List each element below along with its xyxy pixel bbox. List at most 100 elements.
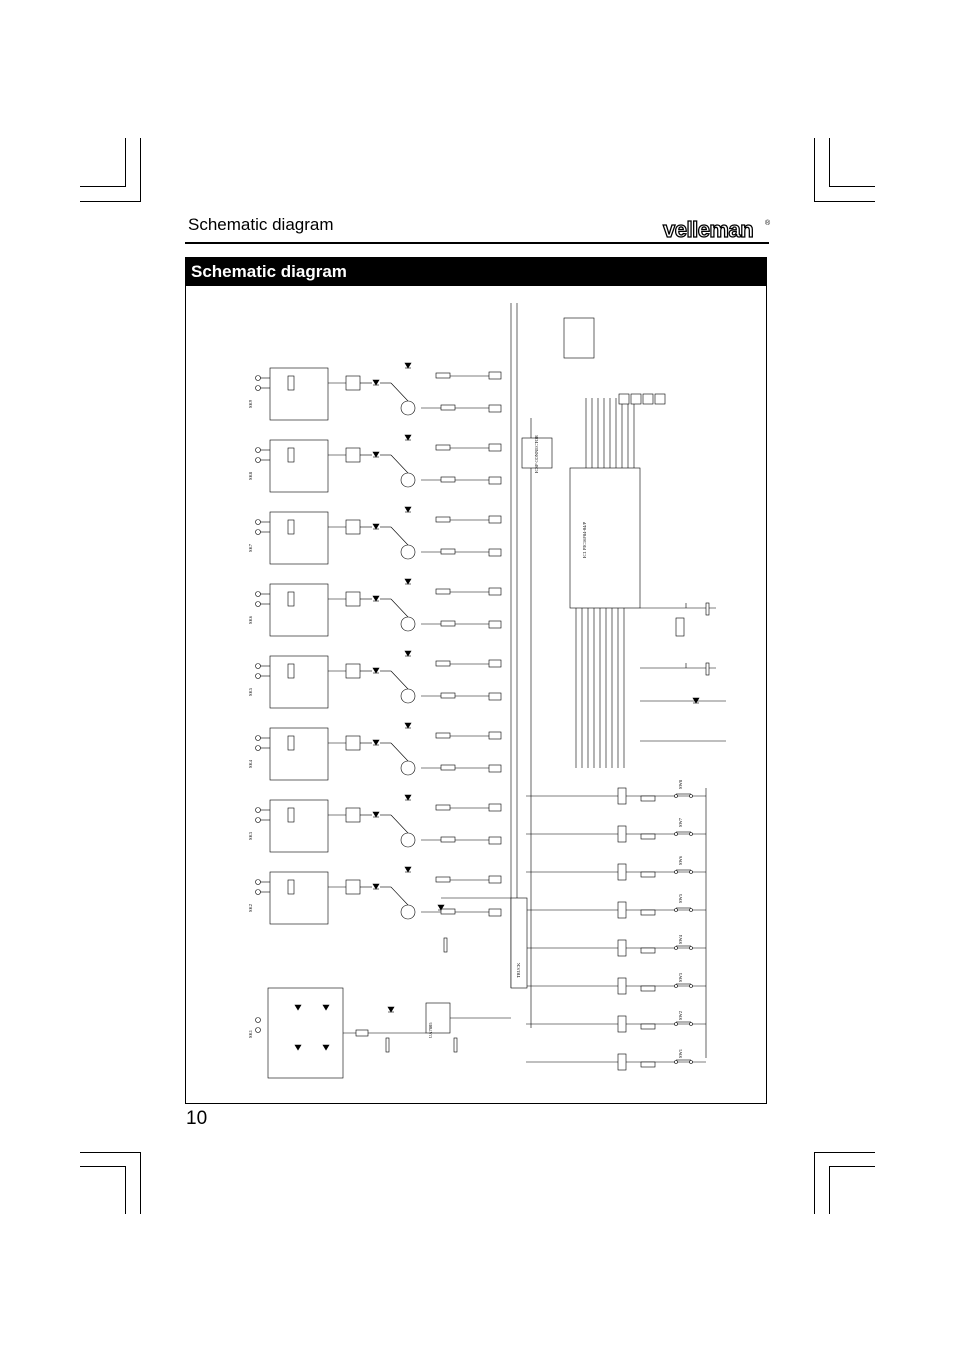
- rectifier-diode: [294, 1004, 302, 1011]
- terminal: [255, 601, 261, 607]
- out-tag: [654, 393, 666, 405]
- flyback-diode: [372, 883, 380, 890]
- relay-label: SK4: [248, 759, 253, 768]
- resistor: [617, 863, 627, 881]
- switch-contact: [689, 832, 693, 836]
- out-tag: [618, 393, 630, 405]
- usb-header: [563, 317, 595, 359]
- out-tag: [488, 620, 502, 629]
- bridge-rectifier-block: [267, 987, 344, 1079]
- page-number: 10: [186, 1108, 208, 1129]
- relay-block: [269, 727, 329, 781]
- wire: [390, 742, 409, 762]
- resistor: [440, 620, 456, 627]
- relay-label: SK2: [248, 904, 253, 912]
- out-tag: [488, 764, 502, 773]
- out-tag: [488, 692, 502, 701]
- resistor: [640, 1023, 656, 1030]
- out-tag: [488, 659, 502, 668]
- switch-contact: [689, 908, 693, 912]
- resistor: [435, 588, 451, 595]
- crop-mark: [829, 1166, 830, 1214]
- led: [404, 794, 412, 801]
- out-tag: [488, 443, 502, 452]
- resistor: [355, 1029, 369, 1037]
- resistor: [640, 909, 656, 916]
- voltage-regulator: [425, 1002, 451, 1034]
- header-rule: [185, 242, 769, 244]
- relay-block: [269, 439, 329, 493]
- out-tag: [630, 393, 642, 405]
- crop-mark: [814, 1152, 875, 1153]
- crop-mark: [140, 138, 141, 201]
- keypad-label: SW1: [678, 1049, 683, 1058]
- crop-mark: [829, 1166, 875, 1167]
- terminal: [255, 529, 261, 535]
- switch-contact: [674, 832, 678, 836]
- mcu-label: IC1 PIC16F84-04/P: [582, 521, 587, 558]
- varistor: [287, 807, 295, 823]
- status-led: [692, 697, 700, 704]
- resistor: [640, 871, 656, 878]
- led: [404, 578, 412, 585]
- varistor: [287, 375, 295, 391]
- crop-mark: [814, 1152, 815, 1214]
- led: [404, 722, 412, 729]
- terminal: [255, 385, 261, 391]
- keypad-label: SW5: [678, 893, 683, 903]
- out-tag: [488, 731, 502, 740]
- header-title: Schematic diagram: [188, 215, 334, 234]
- flyback-diode: [372, 595, 380, 602]
- crystal: [675, 617, 685, 637]
- out-tag: [488, 548, 502, 557]
- resistor: [435, 660, 451, 667]
- keypad-label: SW4: [678, 934, 683, 944]
- varistor: [287, 879, 295, 895]
- crop-mark: [80, 1152, 141, 1153]
- capacitor: [453, 1037, 458, 1053]
- rectifier-diode: [322, 1044, 330, 1051]
- resistor: [435, 876, 451, 883]
- rectifier-diode: [294, 1044, 302, 1051]
- resistor: [440, 908, 456, 915]
- switch-contact: [674, 946, 678, 950]
- driver-ic-label: TRUCK: [516, 962, 521, 978]
- switch-contact: [689, 946, 693, 950]
- switch-contact: [674, 794, 678, 798]
- out-tag: [488, 404, 502, 413]
- keypad-label: SW6: [678, 855, 683, 865]
- resistor: [617, 939, 627, 957]
- capacitor: [385, 1037, 390, 1053]
- driver-ic: [510, 897, 528, 989]
- relay-label: SK5: [248, 687, 253, 696]
- resistor: [617, 825, 627, 843]
- flyback-diode: [372, 523, 380, 530]
- crop-mark: [80, 186, 126, 187]
- out-tag: [488, 476, 502, 485]
- keypad-label: SW3: [678, 972, 683, 982]
- keypad-label: SW2: [678, 1011, 683, 1020]
- resistor: [640, 947, 656, 954]
- terminal: [255, 591, 261, 597]
- out-tag: [488, 803, 502, 812]
- relay-block: [269, 511, 329, 565]
- switch-contact: [689, 984, 693, 988]
- wire: [390, 670, 409, 690]
- terminal: [255, 663, 261, 669]
- relay-block: [269, 655, 329, 709]
- relay-label: SK8: [248, 471, 253, 480]
- resistor: [435, 732, 451, 739]
- transistor: [400, 760, 416, 776]
- switch-contact: [689, 1060, 693, 1064]
- svg-text:velleman: velleman: [663, 217, 753, 242]
- power-led: [387, 1006, 395, 1013]
- flyback-diode: [372, 739, 380, 746]
- switch-contact: [689, 1022, 693, 1026]
- resistor: [617, 977, 627, 995]
- capacitor: [443, 937, 448, 953]
- rectifier-diode: [322, 1004, 330, 1011]
- wire: [390, 886, 409, 906]
- terminal: [255, 1017, 261, 1023]
- terminal: [255, 375, 261, 381]
- capacitor: [705, 662, 710, 676]
